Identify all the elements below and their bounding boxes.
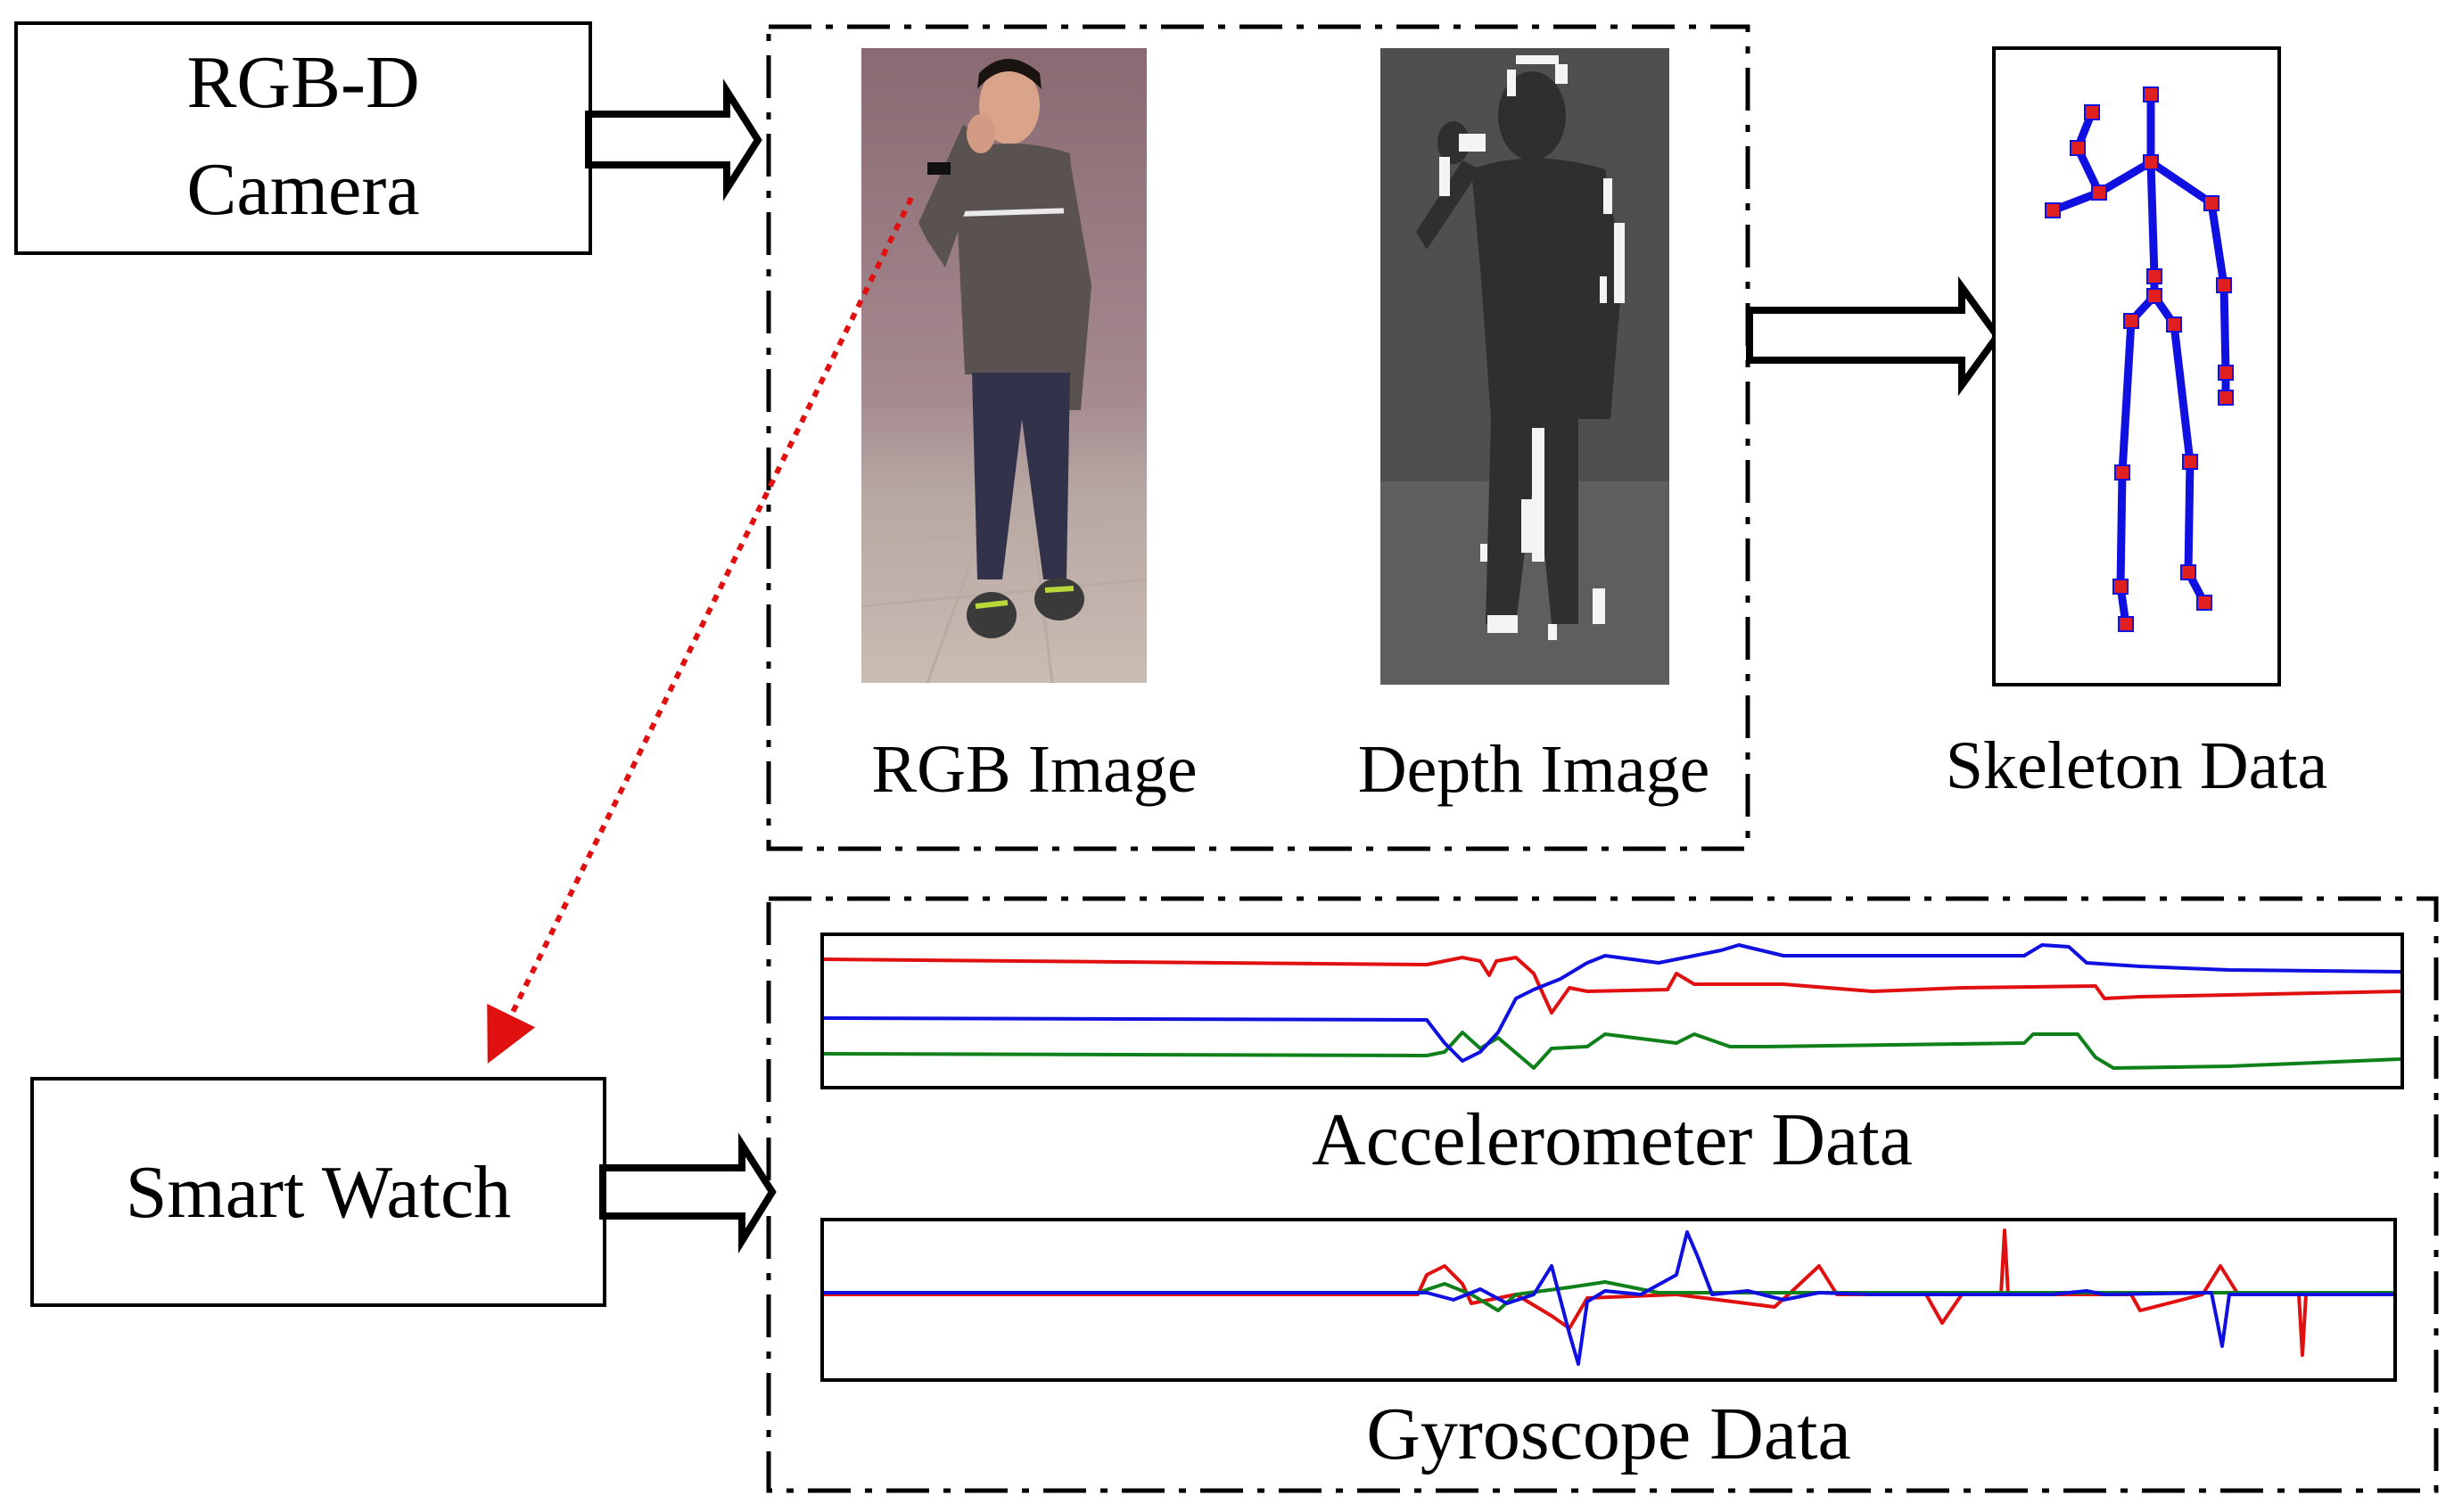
camera-label-line2: Camera bbox=[186, 148, 419, 231]
skeleton-data-caption: Skeleton Data bbox=[1946, 728, 2327, 803]
depth-silhouette-icon bbox=[1380, 48, 1669, 685]
accel-series-y bbox=[823, 1031, 2401, 1070]
image-group-frame bbox=[766, 24, 1750, 851]
right-arrow-icon bbox=[1746, 275, 2002, 397]
accel-series-z bbox=[823, 943, 2401, 1063]
rgb-image-caption: RGB Image bbox=[871, 732, 1197, 807]
sensor-group-frame bbox=[766, 896, 2439, 1493]
gyroscope-plot bbox=[820, 1218, 2397, 1382]
dotted-link-arrow-icon bbox=[487, 196, 914, 1064]
camera-box: RGB-D Camera bbox=[14, 21, 592, 255]
accelerometer-caption: Accelerometer Data bbox=[1312, 1098, 1913, 1181]
skeleton-icon bbox=[1992, 46, 2281, 686]
gyroscope-caption: Gyroscope Data bbox=[1366, 1393, 1850, 1475]
accelerometer-plot bbox=[820, 933, 2404, 1089]
right-arrow-icon bbox=[599, 1132, 777, 1254]
accel-series-x bbox=[823, 956, 2401, 1015]
depth-image-caption: Depth Image bbox=[1358, 732, 1710, 807]
gyro-series-z bbox=[824, 1230, 2393, 1366]
camera-label-line1: RGB-D bbox=[186, 41, 419, 124]
right-arrow-icon bbox=[585, 78, 762, 201]
person-photo-icon bbox=[861, 48, 1148, 684]
watch-box: Smart Watch bbox=[30, 1077, 606, 1307]
watch-label: Smart Watch bbox=[126, 1151, 512, 1234]
